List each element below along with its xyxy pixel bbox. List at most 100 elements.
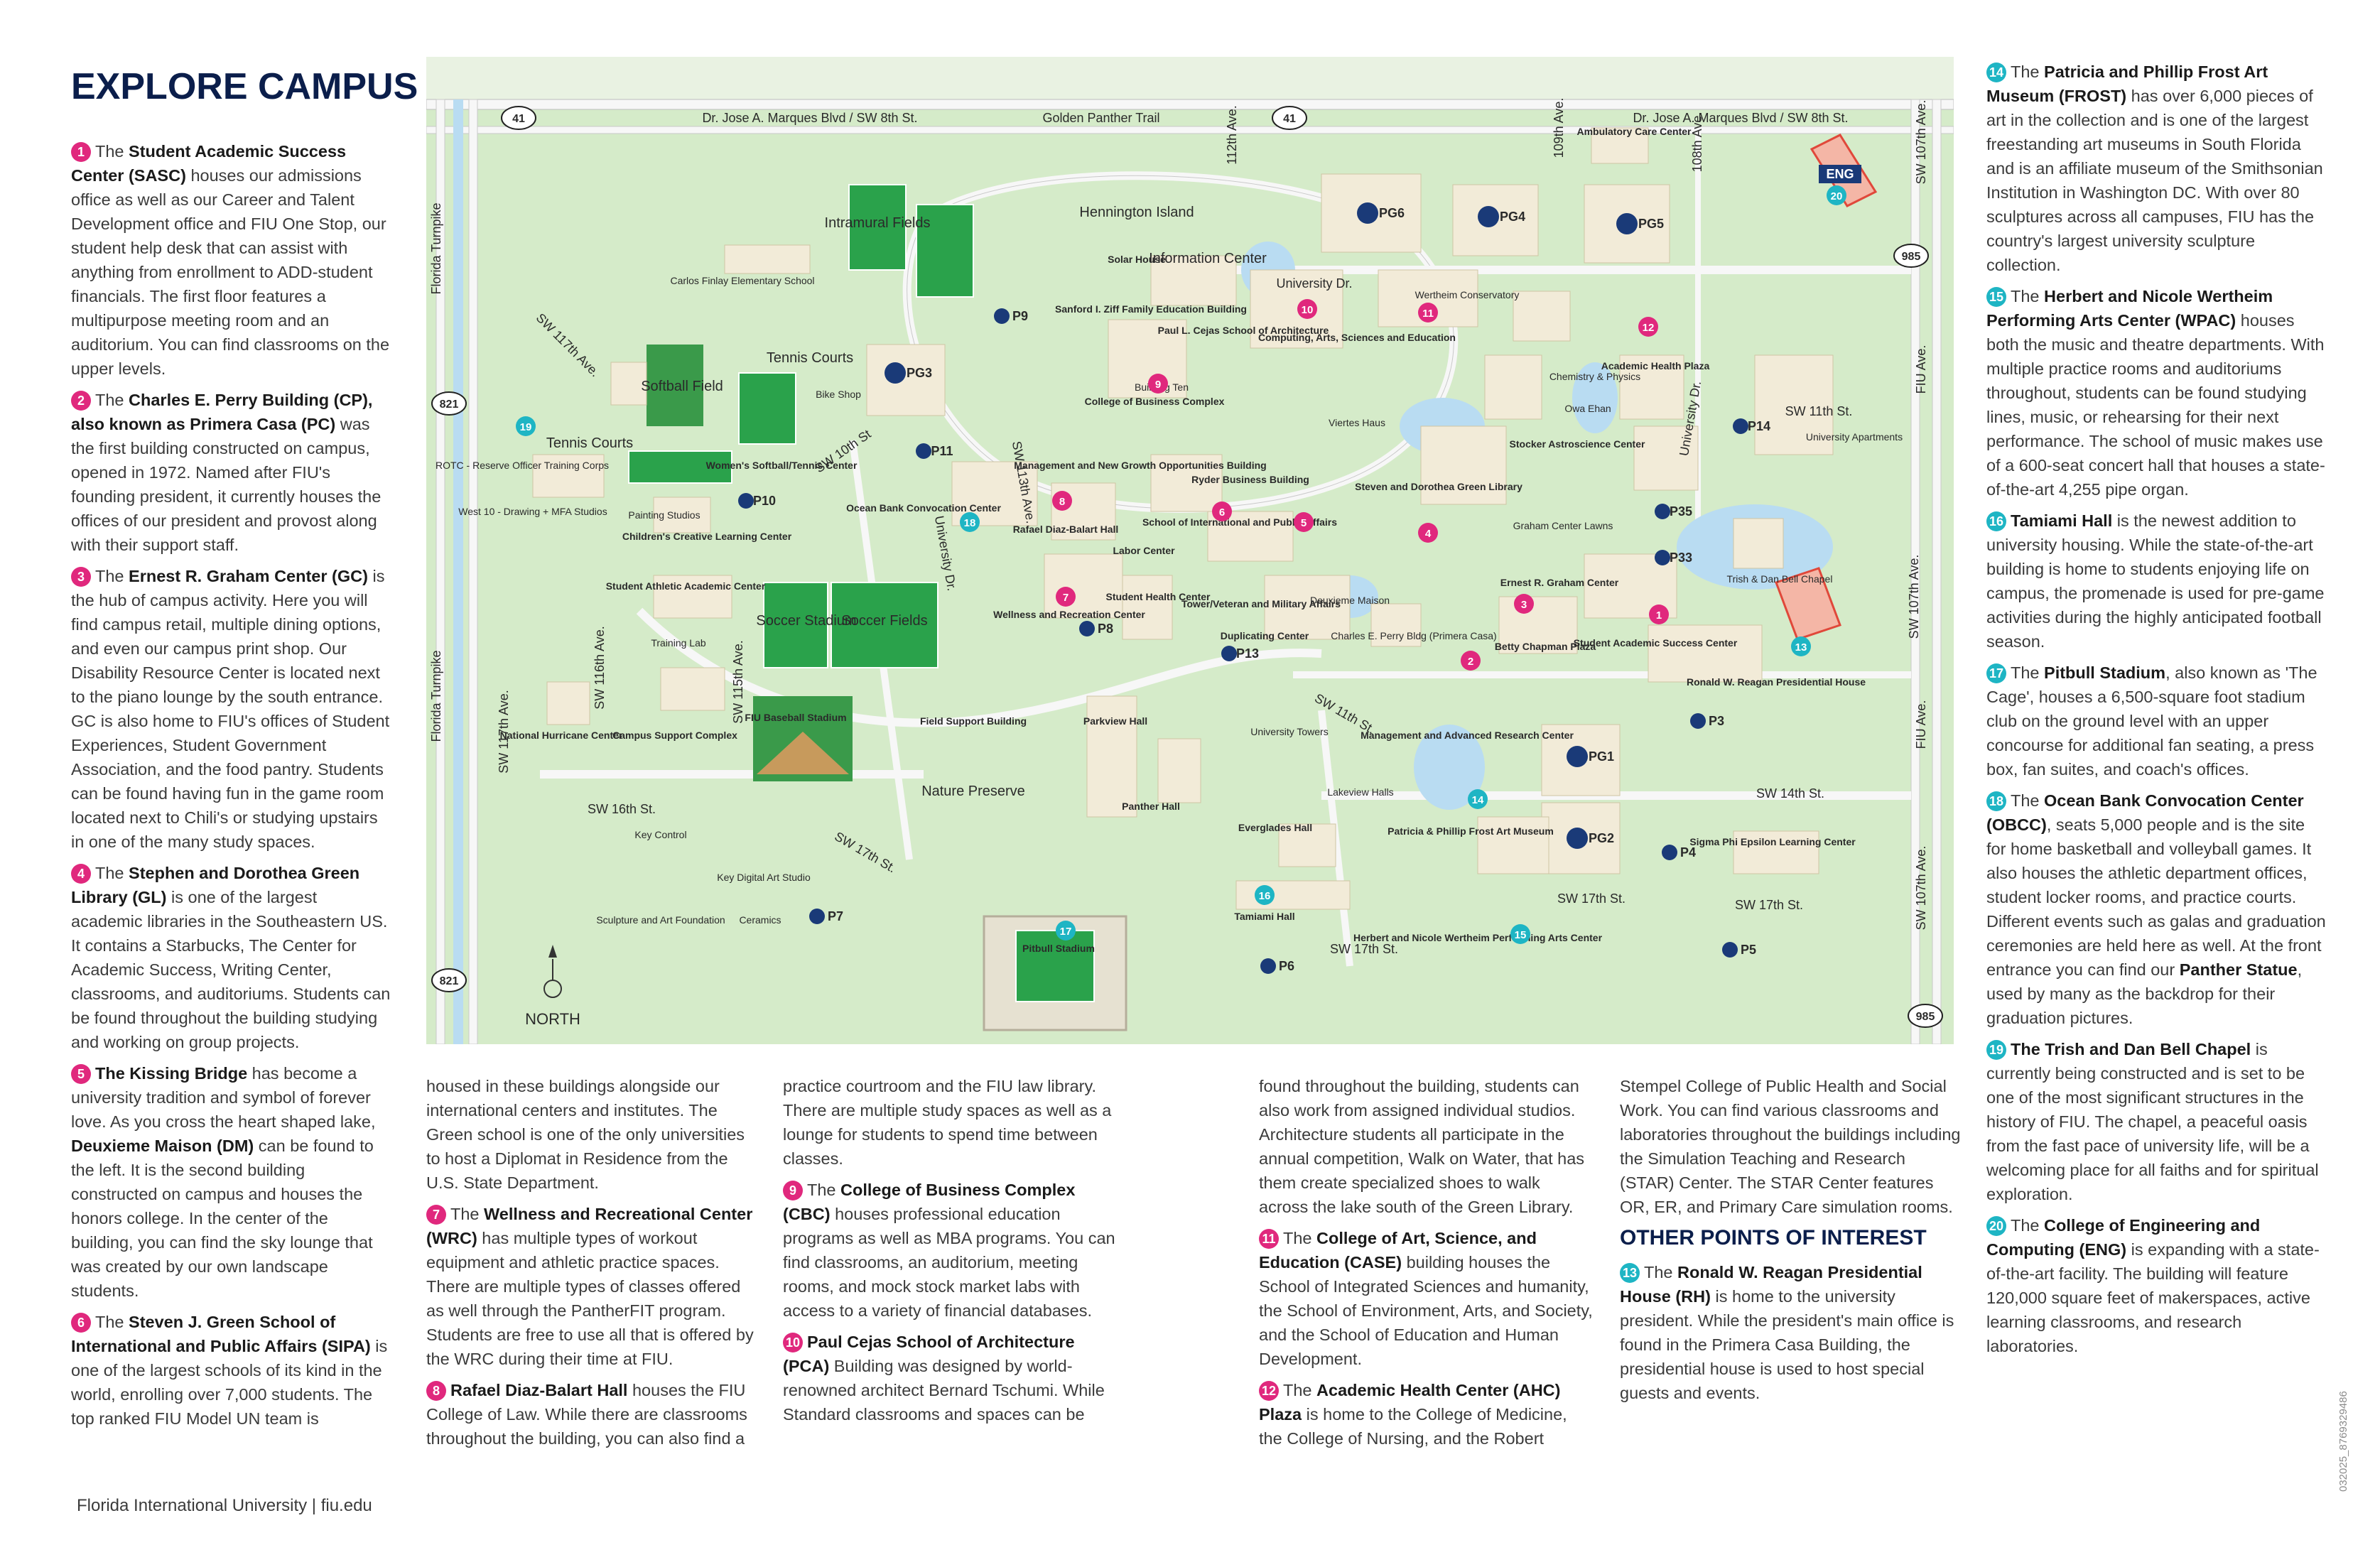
poi-prefix: The xyxy=(1283,1229,1317,1247)
campus-map[interactable]: ENG Dr. Jose A. Marques Blvd / SW 8th St… xyxy=(426,57,1954,1044)
poi-marker[interactable]: 19 xyxy=(516,416,536,436)
poi-marker[interactable]: 9 xyxy=(1148,374,1168,394)
frost-lake xyxy=(1414,725,1485,810)
poi-text-secondary: , used by many as the backdrop for their… xyxy=(1986,960,2303,1027)
place-label: Ernest R. Graham Center xyxy=(1500,577,1619,588)
poi-text: building houses the School of Integrated… xyxy=(1259,1253,1593,1368)
place-label: Soccer Stadium xyxy=(756,613,856,629)
parking-garage-marker: PG1 xyxy=(1567,746,1614,767)
place-label: Duplicating Center xyxy=(1221,630,1309,641)
road-label: SW 16th St. xyxy=(588,802,656,816)
poi-name: Stephen and Dorothea Green Library (GL) xyxy=(71,864,360,906)
poi-number-badge: 4 xyxy=(71,864,91,884)
poi-marker[interactable]: 4 xyxy=(1418,523,1438,543)
poi-marker[interactable]: 13 xyxy=(1791,636,1811,656)
place-label: Sanford I. Ziff Family Education Buildin… xyxy=(1055,303,1247,315)
owa-lake xyxy=(1572,362,1618,433)
tennis-courts-west xyxy=(628,450,732,484)
place-label: Steven and Dorothea Green Library xyxy=(1355,481,1522,492)
place-label: ROTC - Reserve Officer Training Corps xyxy=(436,460,609,471)
parking-label: P11 xyxy=(931,444,953,458)
poi-marker[interactable]: 2 xyxy=(1461,651,1481,671)
poi-marker-number: 7 xyxy=(1063,592,1069,604)
university-drive-outline xyxy=(907,175,1454,509)
road-label: Florida Turnpike xyxy=(429,202,443,294)
poi-marker[interactable]: 8 xyxy=(1052,491,1072,511)
parking-label: P33 xyxy=(1670,551,1692,565)
poi-marker[interactable]: 15 xyxy=(1510,924,1530,944)
poi-marker[interactable]: 1 xyxy=(1649,605,1669,624)
place-label: Viertes Haus xyxy=(1329,417,1385,428)
poi-number-badge: 2 xyxy=(71,391,91,411)
softball-field xyxy=(647,345,703,426)
poi-marker[interactable]: 3 xyxy=(1514,594,1534,614)
poi-prefix: The xyxy=(2011,791,2045,810)
poi-marker[interactable]: 5 xyxy=(1294,512,1314,532)
place-label: Softball Field xyxy=(641,379,723,394)
footer: Florida International University | fiu.e… xyxy=(77,1496,372,1515)
column-3: practice courtroom and the FIU law libra… xyxy=(783,1074,1117,1433)
parking-garage-marker: PG3 xyxy=(885,362,932,384)
parking-lot-marker: P3 xyxy=(1690,713,1724,729)
poi-marker[interactable]: 10 xyxy=(1297,299,1317,319)
poi-marker[interactable]: 12 xyxy=(1638,317,1658,337)
poi-text: is the newest addition to university hou… xyxy=(1986,511,2325,651)
place-label: Wellness and Recreation Center xyxy=(993,609,1145,620)
place-label: Tennis Courts xyxy=(767,350,853,366)
poi-marker[interactable]: 14 xyxy=(1468,789,1488,809)
place-label: Key Control xyxy=(634,829,686,840)
poi-name: Student Academic Success Center (SASC) xyxy=(71,142,347,185)
poi-number-badge: 7 xyxy=(426,1205,446,1225)
parking-label: P9 xyxy=(1012,309,1028,323)
poi-text: Building was designed by world-renowned … xyxy=(783,1357,1105,1424)
eng-label: ENG xyxy=(1826,167,1854,181)
poi-marker-number: 18 xyxy=(964,517,976,529)
poi-name: Rafael Diaz-Balart Hall xyxy=(450,1381,628,1399)
poi-marker[interactable]: 17 xyxy=(1056,921,1076,940)
poi-name: Wellness and Recreational Center (WRC) xyxy=(426,1205,753,1247)
poi-marker-number: 8 xyxy=(1059,496,1065,508)
parking-label: PG4 xyxy=(1500,210,1525,224)
poi-marker[interactable]: 6 xyxy=(1212,502,1232,521)
place-label: Everglades Hall xyxy=(1238,822,1312,833)
poi-text: , also known as 'The Cage', houses a 6,5… xyxy=(1986,663,2317,779)
route-shield: 821 xyxy=(431,391,467,416)
poi-number-badge: 17 xyxy=(1986,663,2006,683)
route-shield-number: 821 xyxy=(440,975,459,987)
parking-label: P5 xyxy=(1741,943,1756,957)
poi-name-secondary: Deuxieme Maison (DM) xyxy=(71,1137,254,1155)
place-label: Betty Chapman Plaza xyxy=(1495,641,1596,652)
place-label: Bike Shop xyxy=(816,389,861,400)
poi-number-badge: 16 xyxy=(1986,511,2006,531)
poi-marker-number: 3 xyxy=(1521,599,1527,611)
poi-marker[interactable]: 11 xyxy=(1418,303,1438,322)
poi-marker[interactable]: 16 xyxy=(1255,885,1275,905)
route-shield: 41 xyxy=(501,106,536,130)
soccer-fields xyxy=(831,582,939,668)
poi-number-badge: 1 xyxy=(71,142,91,162)
poi-name: The Trish and Dan Bell Chapel xyxy=(2011,1040,2251,1058)
road-label: SW 11th St. xyxy=(1785,404,1853,418)
poi-text: has over 6,000 pieces of art in the coll… xyxy=(1986,87,2323,274)
column-5: Stempel College of Public Health and Soc… xyxy=(1620,1074,1961,1412)
poi-marker[interactable]: 18 xyxy=(960,512,980,532)
place-label: Information Center xyxy=(1149,251,1267,266)
poi-marker[interactable]: 7 xyxy=(1056,587,1076,607)
poi-marker-number: 16 xyxy=(1259,890,1271,902)
place-label: Chemistry & Physics xyxy=(1549,371,1640,382)
place-label: National Hurricane Center xyxy=(500,730,623,741)
poi-number-badge: 11 xyxy=(1259,1229,1279,1249)
place-label: Intramural Fields xyxy=(825,215,931,231)
parking-lot-marker: P11 xyxy=(916,443,953,459)
poi-marker[interactable]: 20 xyxy=(1827,185,1846,205)
poi-name: College of Art, Science, and Education (… xyxy=(1259,1229,1537,1272)
road-label: SW 107th Ave. xyxy=(1914,846,1928,931)
